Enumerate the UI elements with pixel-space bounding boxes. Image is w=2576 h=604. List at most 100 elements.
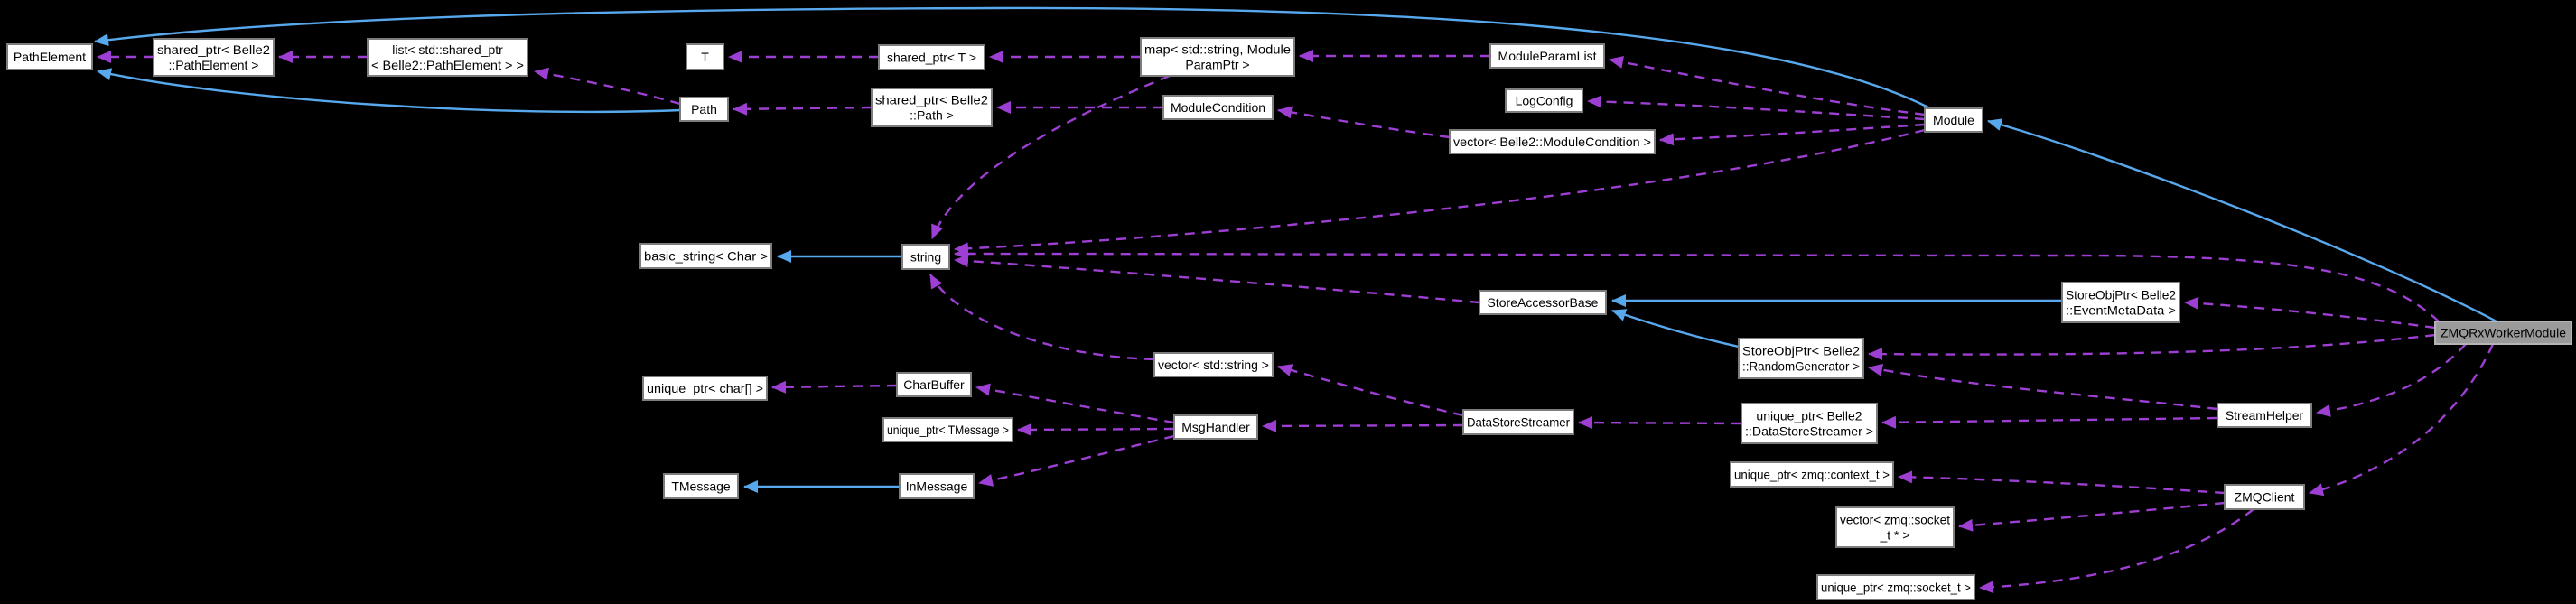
class-node-uptr_zmq_context[interactable]: unique_ptr< zmq::context_t > — [1730, 461, 1894, 488]
class-node-sp_path[interactable]: shared_ptr< Belle2::Path > — [871, 88, 993, 127]
edge-module-to-string — [954, 128, 1926, 256]
class-node-tmessage[interactable]: TMessage — [663, 473, 739, 499]
class-node-label: Path — [691, 102, 717, 116]
class-node-storeobjptr_randomgenerator[interactable]: StoreObjPtr< Belle2::RandomGenerator > — [1738, 338, 1864, 379]
class-node-basic_string[interactable]: basic_string< Char > — [639, 243, 772, 269]
class-node-label: MsgHandler — [1181, 420, 1250, 434]
class-node-box[interactable] — [1738, 338, 1864, 379]
class-node-label: StreamHelper — [2226, 408, 2304, 423]
class-node-box[interactable] — [153, 38, 275, 77]
class-node-vec_zmq_socket[interactable]: vector< zmq::socket_t * > — [1835, 506, 1955, 548]
class-node-list_sp_pathelement[interactable]: list< std::shared_ptr< Belle2::PathEleme… — [367, 38, 528, 77]
class-node-box[interactable] — [896, 372, 972, 397]
class-node-box[interactable] — [663, 473, 739, 499]
class-node-label: StoreObjPtr< Belle2::EventMetaData > — [2066, 288, 2176, 318]
class-node-vec_modulecondition[interactable]: vector< Belle2::ModuleCondition > — [1449, 129, 1656, 154]
edge-msghandler-to-uptr_tmessage — [1017, 423, 1175, 436]
class-node-box[interactable] — [1140, 37, 1295, 77]
class-node-box[interactable] — [367, 38, 528, 77]
class-node-box[interactable] — [1835, 506, 1955, 548]
class-node-uptr_tmessage[interactable]: unique_ptr< TMessage > — [882, 417, 1013, 442]
class-node-storeobjptr_eventmetadata[interactable]: StoreObjPtr< Belle2::EventMetaData > — [2061, 282, 2180, 323]
class-node-box[interactable] — [2061, 282, 2180, 323]
class-node-box[interactable] — [1153, 352, 1274, 377]
class-node-uptr_datastorestreamer[interactable]: unique_ptr< Belle2::DataStoreStreamer > — [1741, 403, 1878, 444]
class-node-label: vector< zmq::socket_t * > — [1840, 513, 1950, 543]
class-node-box[interactable] — [642, 376, 768, 401]
class-node-box[interactable] — [1741, 403, 1878, 444]
class-node-box[interactable] — [2224, 484, 2305, 510]
class-node-uptr_zmq_socket[interactable]: unique_ptr< zmq::socket_t > — [1816, 574, 1975, 600]
edge-zmqrxworkermodule-to-module — [1987, 118, 2497, 323]
class-node-box[interactable] — [899, 473, 975, 499]
class-node-box[interactable] — [2217, 403, 2312, 428]
class-node-box[interactable] — [1462, 409, 1574, 435]
class-node-box[interactable] — [1173, 414, 1258, 440]
class-node-label: shared_ptr< Belle2::PathElement > — [157, 42, 270, 72]
edge-msghandler-to-inmessage — [978, 434, 1175, 487]
class-node-label: unique_ptr< Belle2::DataStoreStreamer > — [1745, 409, 1873, 439]
class-node-label: list< std::shared_ptr< Belle2::PathEleme… — [371, 42, 524, 72]
class-node-charbuffer[interactable]: CharBuffer — [896, 372, 972, 397]
class-node-label: PathElement — [14, 50, 86, 64]
edge-zmqrxworkermodule-to-string — [954, 247, 2440, 322]
class-node-box[interactable] — [878, 44, 985, 70]
class-node-box[interactable] — [1479, 290, 1607, 315]
edge-storeobjptr_randomgenerator-to-storeaccessorbase — [1611, 309, 1740, 348]
class-node-modulecondition[interactable]: ModuleCondition — [1162, 95, 1274, 120]
class-node-box[interactable] — [639, 243, 772, 269]
class-node-moduleparamlist[interactable]: ModuleParamList — [1489, 43, 1605, 69]
class-node-storeaccessorbase[interactable]: StoreAccessorBase — [1479, 290, 1607, 315]
class-node-box[interactable] — [901, 244, 950, 270]
class-node-string[interactable]: string — [901, 244, 950, 270]
class-node-streamhelper[interactable]: StreamHelper — [2217, 403, 2312, 428]
class-node-label: vector< std::string > — [1158, 358, 1269, 372]
class-node-box[interactable] — [1489, 43, 1605, 69]
class-node-label: unique_ptr< TMessage > — [887, 423, 1009, 437]
class-node-uptr_char[interactable]: unique_ptr< char[] > — [642, 376, 768, 401]
class-node-zmqrxworkermodule: ZMQRxWorkerModule — [2434, 321, 2572, 345]
class-node-sp_pathelement[interactable]: shared_ptr< Belle2::PathElement > — [153, 38, 275, 77]
class-node-label: T — [701, 50, 709, 64]
class-node-box[interactable] — [1924, 107, 1983, 133]
class-node-path[interactable]: Path — [679, 97, 729, 122]
edge-vec_modulecondition-to-modulecondition — [1277, 106, 1451, 139]
class-node-module[interactable]: Module — [1924, 107, 1983, 133]
edge-zmqclient-to-uptr_zmq_context — [1898, 470, 2226, 495]
class-node-msghandler[interactable]: MsgHandler — [1173, 414, 1258, 440]
class-node-box[interactable] — [1162, 95, 1274, 120]
class-node-box[interactable] — [686, 43, 724, 70]
class-node-datastorestreamer[interactable]: DataStoreStreamer — [1462, 409, 1574, 435]
class-node-pathelement[interactable]: PathElement — [6, 43, 93, 70]
class-node-inmessage[interactable]: InMessage — [899, 473, 975, 499]
class-node-box[interactable] — [1816, 574, 1975, 600]
class-node-logconfig[interactable]: LogConfig — [1505, 88, 1583, 113]
class-node-box[interactable] — [871, 88, 993, 127]
edge-module-to-vec_modulecondition — [1659, 123, 1926, 146]
class-node-label: TMessage — [671, 479, 731, 494]
class-node-box[interactable] — [1449, 129, 1656, 154]
class-node-vec_string[interactable]: vector< std::string > — [1153, 352, 1274, 377]
class-node-box[interactable] — [1505, 88, 1583, 113]
class-node-box[interactable] — [882, 417, 1013, 442]
class-node-zmqclient[interactable]: ZMQClient — [2224, 484, 2305, 510]
class-node-label: shared_ptr< Belle2::Path > — [875, 93, 988, 123]
class-node-t[interactable]: T — [686, 43, 724, 70]
class-node-label: string — [910, 250, 941, 265]
class-node-label: InMessage — [906, 479, 968, 494]
class-node-label: StoreObjPtr< Belle2::RandomGenerator > — [1742, 344, 1860, 374]
class-node-label: vector< Belle2::ModuleCondition > — [1453, 135, 1651, 149]
class-node-sp_t[interactable]: shared_ptr< T > — [878, 44, 985, 70]
edge-module-to-moduleparamlist — [1609, 55, 1926, 116]
class-node-box[interactable] — [679, 97, 729, 122]
class-node-box[interactable] — [1730, 461, 1894, 488]
edge-charbuffer-to-uptr_char — [771, 380, 898, 394]
edges-layer — [94, 6, 2497, 594]
edge-datastorestreamer-to-msghandler — [1262, 419, 1464, 432]
edge-sp_path-to-path — [733, 102, 873, 116]
class-node-box[interactable] — [6, 43, 93, 70]
class-node-label: ZMQClient — [2235, 490, 2295, 505]
